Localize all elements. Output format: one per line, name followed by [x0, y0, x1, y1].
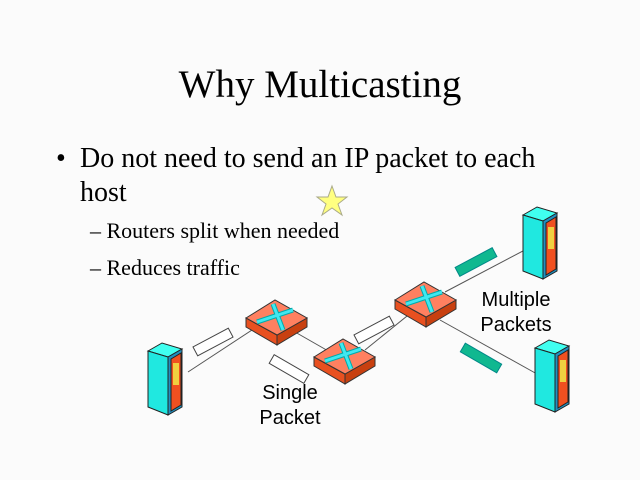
server-icon: [522, 206, 558, 280]
dash: –: [90, 255, 101, 280]
multi-packets: [454, 247, 503, 374]
router-icon: [395, 282, 456, 327]
label-line: Packet: [259, 407, 321, 429]
slide-title: Why Multicasting: [178, 63, 462, 106]
sub-bullet-1: – Routers split when needed: [90, 218, 339, 244]
bullet-dot: •: [56, 143, 66, 174]
packet: [192, 327, 234, 357]
star-icon: [315, 184, 349, 217]
server-icon: [534, 339, 570, 413]
bullet-text: Do not need to send an IP packet to each…: [80, 143, 536, 208]
server-icon: [147, 342, 183, 416]
packet: [353, 315, 395, 345]
packet: [454, 247, 498, 277]
packet: [459, 342, 503, 374]
router-icon: [246, 300, 307, 345]
single-packet-label: Single Packet: [245, 381, 335, 431]
sub-bullet-text: Reduces traffic: [106, 255, 240, 280]
multiple-packets-label: Multiple Packets: [466, 288, 566, 338]
main-bullet: • Do not need to send an IP packet to ea…: [56, 142, 576, 210]
links: [187, 241, 541, 375]
sub-bullet-text: Routers split when needed: [106, 218, 340, 243]
label-line: Single: [262, 382, 318, 404]
label-line: Packets: [480, 314, 552, 336]
sub-bullet-2: – Reduces traffic: [90, 255, 240, 281]
label-line: Multiple: [481, 289, 551, 311]
dash: –: [90, 218, 101, 243]
router-icon: [314, 339, 375, 384]
packet: [268, 353, 310, 385]
single-packets: [192, 315, 395, 385]
